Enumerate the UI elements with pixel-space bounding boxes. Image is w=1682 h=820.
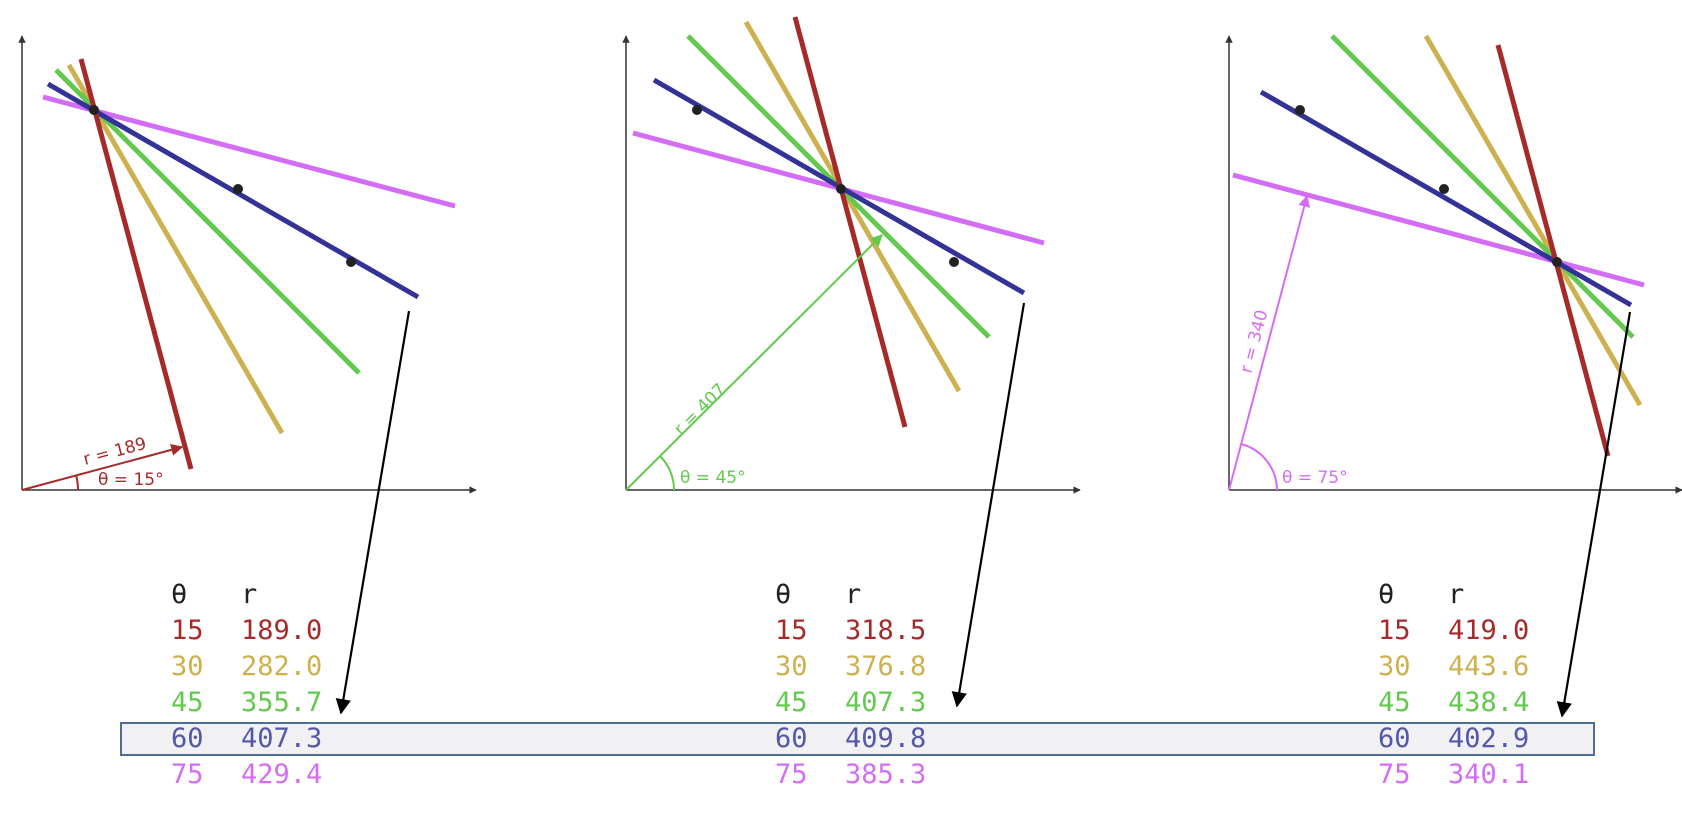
theta-arc bbox=[75, 474, 80, 491]
theta-arc bbox=[1240, 443, 1278, 491]
header-theta: θ bbox=[775, 579, 792, 610]
r-vector bbox=[21, 444, 184, 491]
theta-value: 75 bbox=[775, 759, 808, 790]
r-value: 402.9 bbox=[1448, 723, 1530, 754]
data-point bbox=[233, 184, 243, 194]
r-value: 407.3 bbox=[241, 723, 323, 754]
line-theta-15 bbox=[78, 58, 194, 470]
theta-value: 30 bbox=[1378, 651, 1411, 682]
theta-value: 60 bbox=[171, 723, 204, 754]
r-vector bbox=[625, 234, 883, 491]
r-value: 438.4 bbox=[1448, 687, 1530, 718]
line-theta-30 bbox=[1423, 34, 1643, 407]
theta-label: θ = 15° bbox=[98, 470, 164, 490]
panel-2: r = 407 θ = 45° bbox=[622, 16, 1081, 494]
theta-value: 30 bbox=[171, 651, 204, 682]
r-value: 407.3 bbox=[845, 687, 927, 718]
header-theta: θ bbox=[171, 579, 188, 610]
r-value: 429.4 bbox=[241, 759, 323, 790]
header-r: r bbox=[241, 579, 258, 610]
r-vector bbox=[1228, 194, 1311, 491]
data-point bbox=[346, 257, 356, 267]
theta-value: 60 bbox=[1378, 723, 1411, 754]
theta-arc bbox=[659, 455, 676, 491]
r-value: 409.8 bbox=[845, 723, 927, 754]
line-theta-60 bbox=[1259, 89, 1633, 308]
line-theta-75 bbox=[1232, 172, 1645, 288]
r-value: 355.7 bbox=[241, 687, 323, 718]
data-point bbox=[949, 257, 959, 267]
header-r: r bbox=[845, 579, 862, 610]
data-point bbox=[1439, 184, 1449, 194]
r-value: 282.0 bbox=[241, 651, 323, 682]
pointer-arrow bbox=[335, 310, 411, 715]
data-point bbox=[1295, 105, 1305, 115]
line-theta-30 bbox=[66, 63, 285, 435]
line-theta-75 bbox=[42, 94, 456, 209]
r-value: 385.3 bbox=[845, 759, 927, 790]
theta-value: 15 bbox=[171, 615, 204, 646]
header-r: r bbox=[1448, 579, 1465, 610]
theta-60-highlight-band bbox=[120, 722, 1595, 756]
r-value: 189.0 bbox=[241, 615, 323, 646]
theta-value: 45 bbox=[171, 687, 204, 718]
theta-value: 15 bbox=[1378, 615, 1411, 646]
r-value: 340.1 bbox=[1448, 759, 1530, 790]
r-value: 443.6 bbox=[1448, 651, 1530, 682]
line-theta-30 bbox=[743, 20, 962, 393]
pointer-arrow bbox=[1556, 311, 1632, 718]
line-theta-45 bbox=[1330, 34, 1635, 339]
pointer-arrow bbox=[951, 302, 1026, 708]
theta-label: θ = 45° bbox=[680, 468, 746, 488]
line-theta-60 bbox=[46, 81, 420, 300]
theta-value: 45 bbox=[1378, 687, 1411, 718]
theta-value: 75 bbox=[171, 759, 204, 790]
line-theta-15 bbox=[792, 16, 908, 428]
theta-value: 15 bbox=[775, 615, 808, 646]
data-point bbox=[1552, 257, 1562, 267]
header-theta: θ bbox=[1378, 579, 1395, 610]
data-point bbox=[692, 105, 702, 115]
theta-value: 75 bbox=[1378, 759, 1411, 790]
r-value: 318.5 bbox=[845, 615, 927, 646]
line-theta-15 bbox=[1495, 44, 1611, 457]
theta-value: 30 bbox=[775, 651, 808, 682]
theta-value: 45 bbox=[775, 687, 808, 718]
r-value: 376.8 bbox=[845, 651, 927, 682]
panel-3: r = 340 θ = 75° bbox=[1225, 34, 1682, 494]
panel-1: r = 189 θ = 15° bbox=[18, 35, 477, 494]
r-value: 419.0 bbox=[1448, 615, 1530, 646]
theta-label: θ = 75° bbox=[1282, 468, 1348, 488]
data-point bbox=[836, 184, 846, 194]
data-point bbox=[89, 105, 99, 115]
theta-value: 60 bbox=[775, 723, 808, 754]
